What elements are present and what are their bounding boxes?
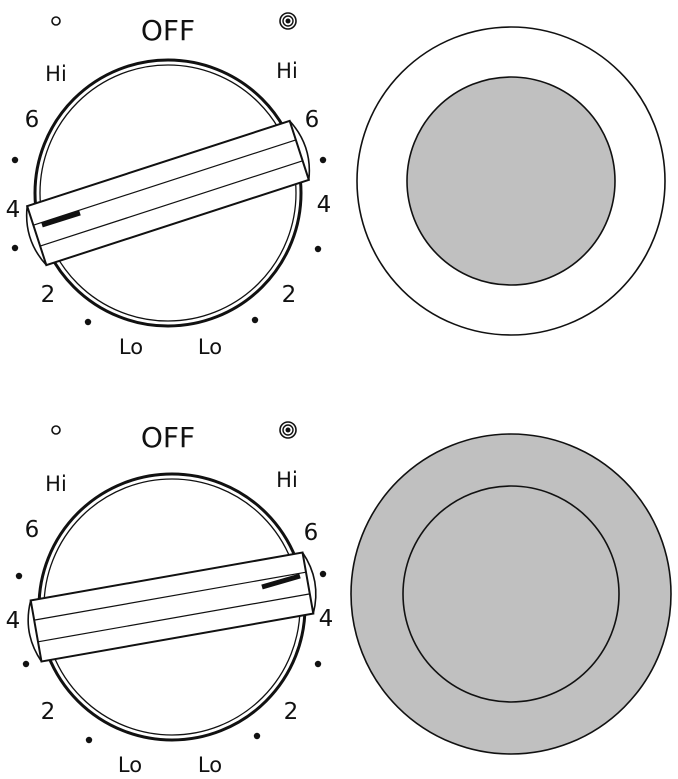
scale-dot (251, 316, 259, 324)
control-panel-top: OFF Hi Hi 6 6 4 4 2 2 Lo Lo (6, 12, 666, 359)
four-left-label: 4 (6, 608, 21, 634)
off-label: OFF (141, 421, 195, 454)
dual-element-icon (279, 12, 297, 30)
single-element-icon (51, 425, 61, 435)
lo-left-label: Lo (118, 753, 142, 777)
hi-right-label: Hi (276, 468, 298, 492)
four-left-label: 4 (6, 197, 21, 223)
two-left-label: 2 (41, 282, 56, 308)
scale-dot (11, 244, 19, 252)
four-right-label: 4 (319, 606, 334, 632)
single-element-icon (51, 16, 61, 26)
scale-dot (314, 245, 322, 253)
control-panel-bottom: OFF Hi Hi 6 6 4 4 2 2 Lo Lo (6, 421, 672, 777)
scale-dot (319, 156, 327, 164)
six-right-label: 6 (304, 520, 319, 546)
two-right-label: 2 (284, 699, 299, 725)
scale-dot (11, 156, 19, 164)
control-knob[interactable] (24, 472, 320, 742)
scale-dot (314, 660, 322, 668)
scale-dot (15, 572, 23, 580)
lo-right-label: Lo (198, 335, 222, 359)
knob-pointer (261, 573, 301, 590)
scale-dot (85, 736, 93, 744)
six-left-label: 6 (25, 517, 40, 543)
scale-dot (84, 318, 92, 326)
six-left-label: 6 (25, 107, 40, 133)
hi-left-label: Hi (45, 62, 67, 86)
control-knob[interactable] (21, 58, 316, 328)
two-left-label: 2 (41, 699, 56, 725)
hi-left-label: Hi (45, 472, 67, 496)
burner-indicator (350, 433, 672, 755)
lo-left-label: Lo (119, 335, 143, 359)
knob-grip (27, 551, 317, 663)
knob-pointer (41, 210, 81, 228)
dual-element-icon (279, 421, 297, 439)
hi-right-label: Hi (276, 59, 298, 83)
six-right-label: 6 (305, 107, 320, 133)
two-right-label: 2 (282, 282, 297, 308)
scale-dot (253, 732, 261, 740)
burner-inner-element (402, 485, 620, 703)
scale-dot (22, 660, 30, 668)
off-label: OFF (141, 14, 195, 47)
burner-indicator (356, 26, 666, 336)
scale-dot (319, 570, 327, 578)
knob-grip (25, 119, 311, 267)
burner-inner-element (406, 76, 616, 286)
lo-right-label: Lo (198, 753, 222, 777)
four-right-label: 4 (317, 192, 332, 218)
